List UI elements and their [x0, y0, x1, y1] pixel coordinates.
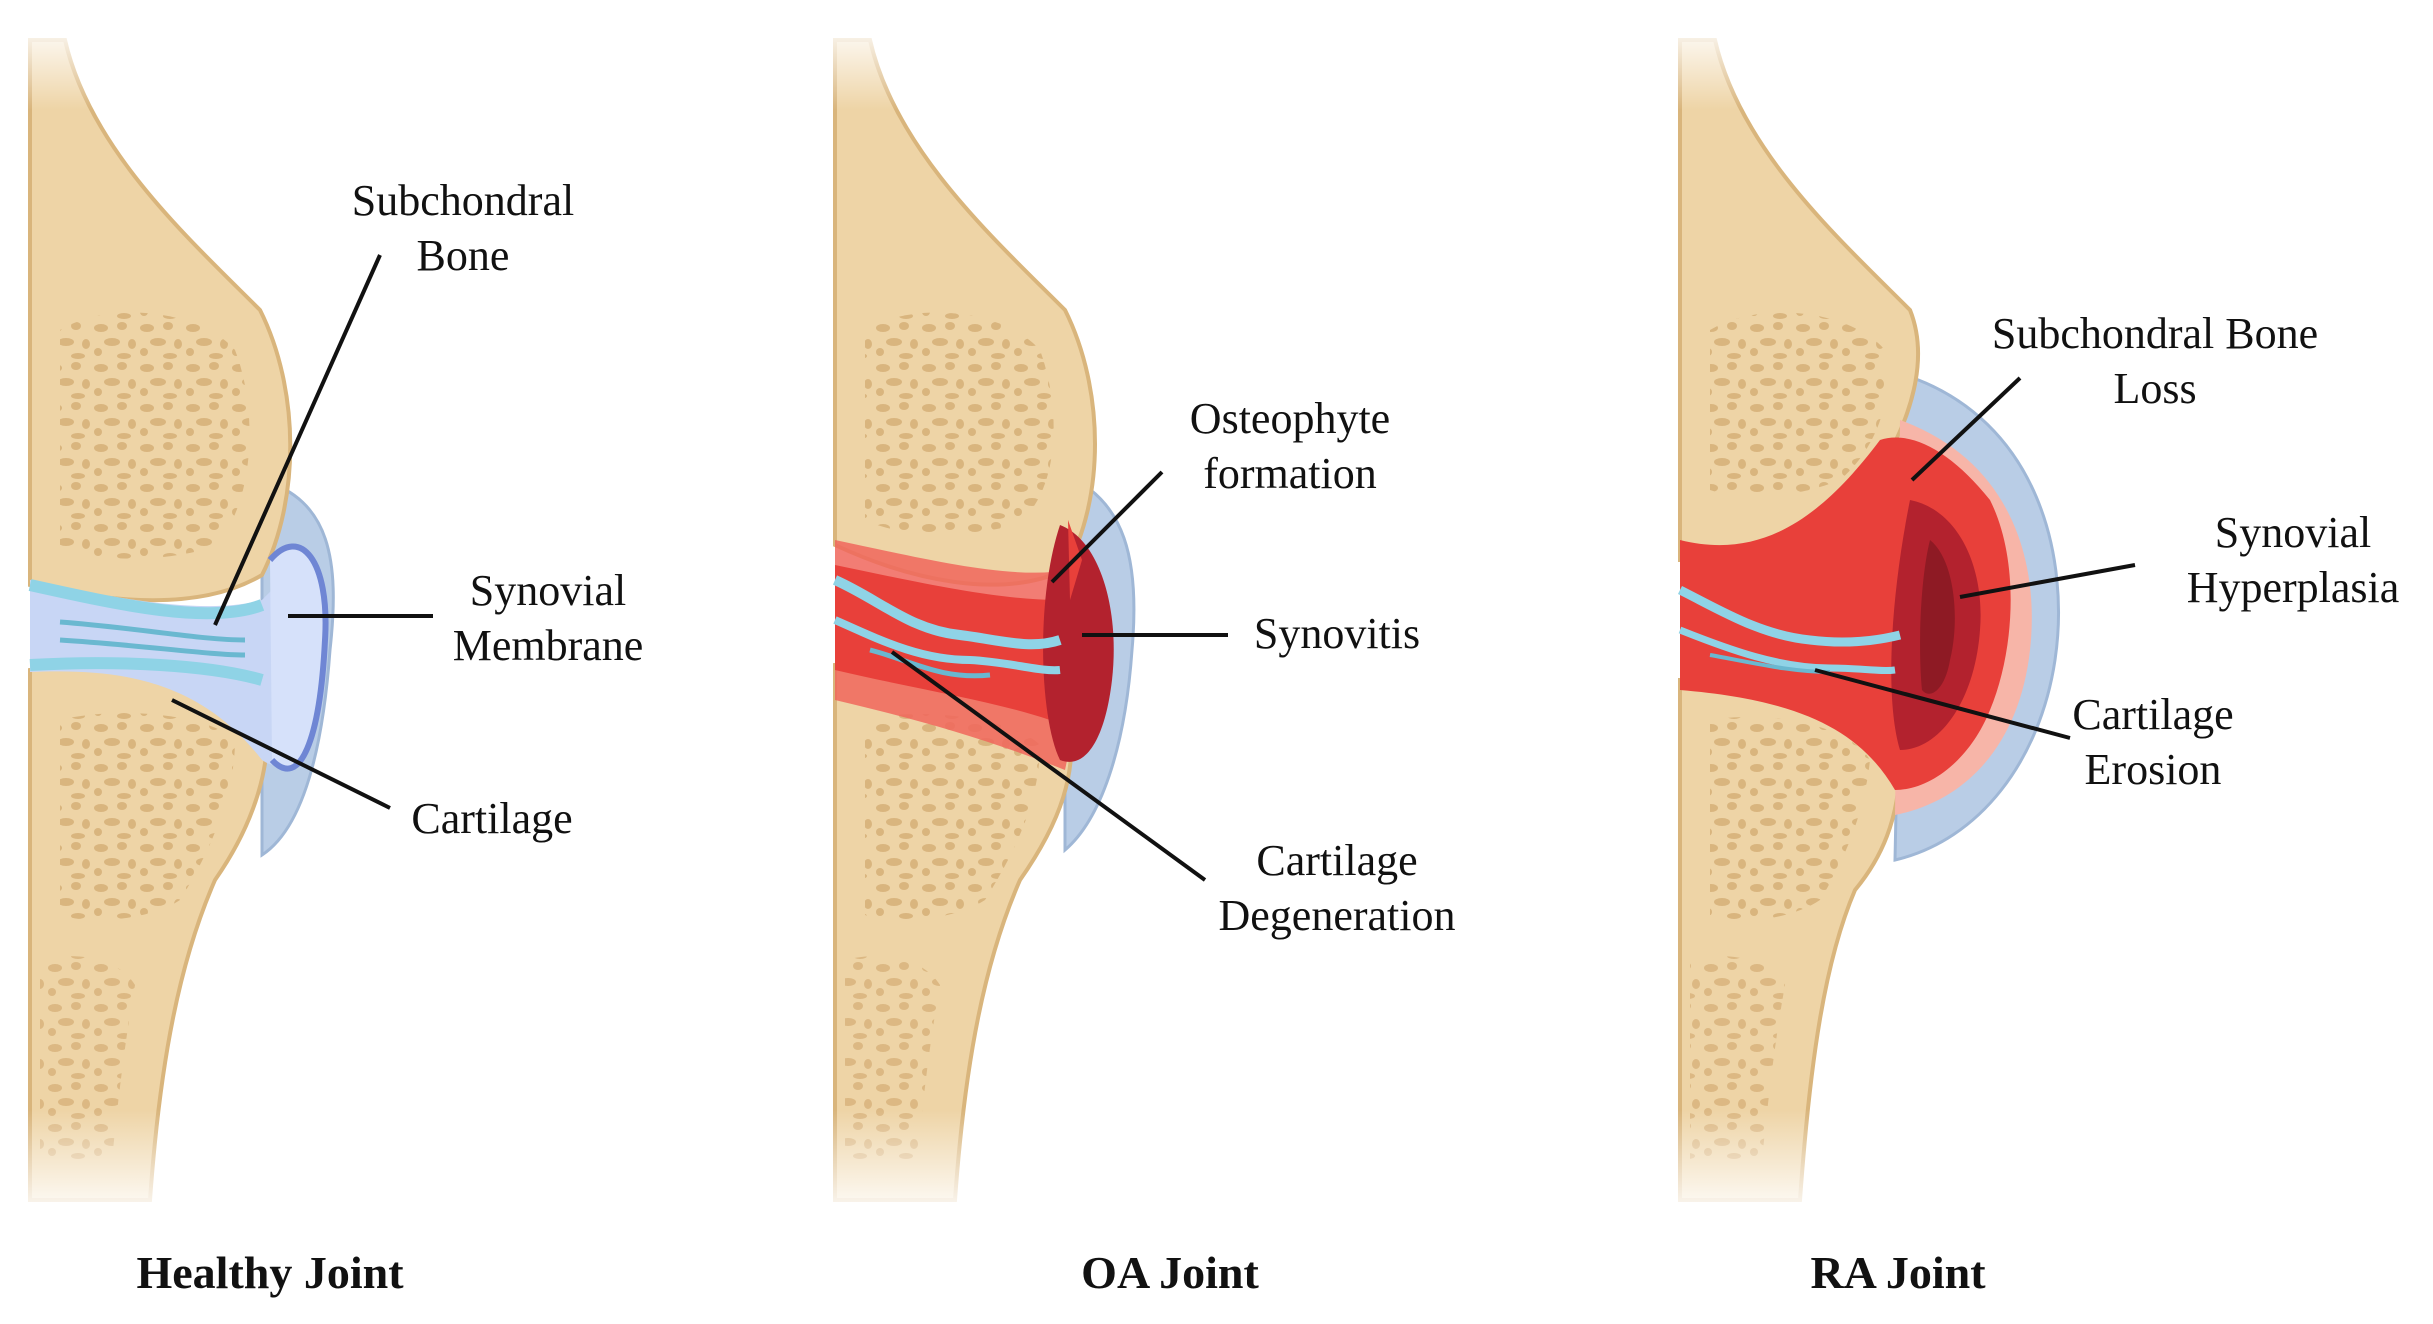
label-hyperplasia-line2: Hyperplasia [2187, 563, 2400, 612]
panel-title-oa: OA Joint [1081, 1247, 1259, 1298]
label-bone-loss-line2: Loss [2113, 364, 2196, 413]
leader-subchondral-bone [213, 254, 382, 626]
leader-synovial-hyperplasia [1959, 563, 2136, 599]
oa-joint-panel: Osteophyte formation Synovitis Cartilage… [825, 20, 1456, 1298]
ra-joint-panel: Subchondral Bone Loss Synovial Hyperplas… [1670, 20, 2399, 1298]
oa-joint-illustration [825, 20, 1245, 1220]
label-subchondral-line2: Bone [417, 231, 510, 280]
label-cartilage: Cartilage [411, 794, 572, 843]
leader-subchondral-bone-loss [1910, 376, 2022, 482]
label-erosion-line1: Cartilage [2072, 690, 2233, 739]
panel-title-healthy: Healthy Joint [136, 1247, 404, 1298]
leader-osteophyte [1050, 470, 1164, 584]
leader-cartilage-erosion [1814, 668, 2071, 740]
leader-cartilage [171, 698, 391, 810]
label-cartilage-degeneration-line1: Cartilage [1256, 836, 1417, 885]
label-cartilage-degeneration-line2: Degeneration [1219, 891, 1456, 940]
label-hyperplasia-line1: Synovial [2215, 508, 2371, 557]
label-subchondral-line1: Subchondral [352, 176, 574, 225]
label-osteophyte-line1: Osteophyte [1190, 394, 1390, 443]
label-bone-loss-line1: Subchondral Bone [1992, 309, 2318, 358]
label-synovial-line1: Synovial [470, 566, 626, 615]
label-osteophyte-line2: formation [1203, 449, 1377, 498]
healthy-joint-panel: Subchondral Bone Synovial Membrane Carti… [20, 20, 643, 1298]
leader-cartilage-degeneration [890, 650, 1207, 882]
label-erosion-line2: Erosion [2085, 745, 2222, 794]
healthy-joint-illustration [20, 20, 440, 1220]
ra-joint-illustration [1670, 20, 2130, 1220]
label-synovial-line2: Membrane [453, 621, 644, 670]
label-synovitis: Synovitis [1254, 609, 1420, 658]
panel-title-ra: RA Joint [1810, 1247, 1986, 1298]
